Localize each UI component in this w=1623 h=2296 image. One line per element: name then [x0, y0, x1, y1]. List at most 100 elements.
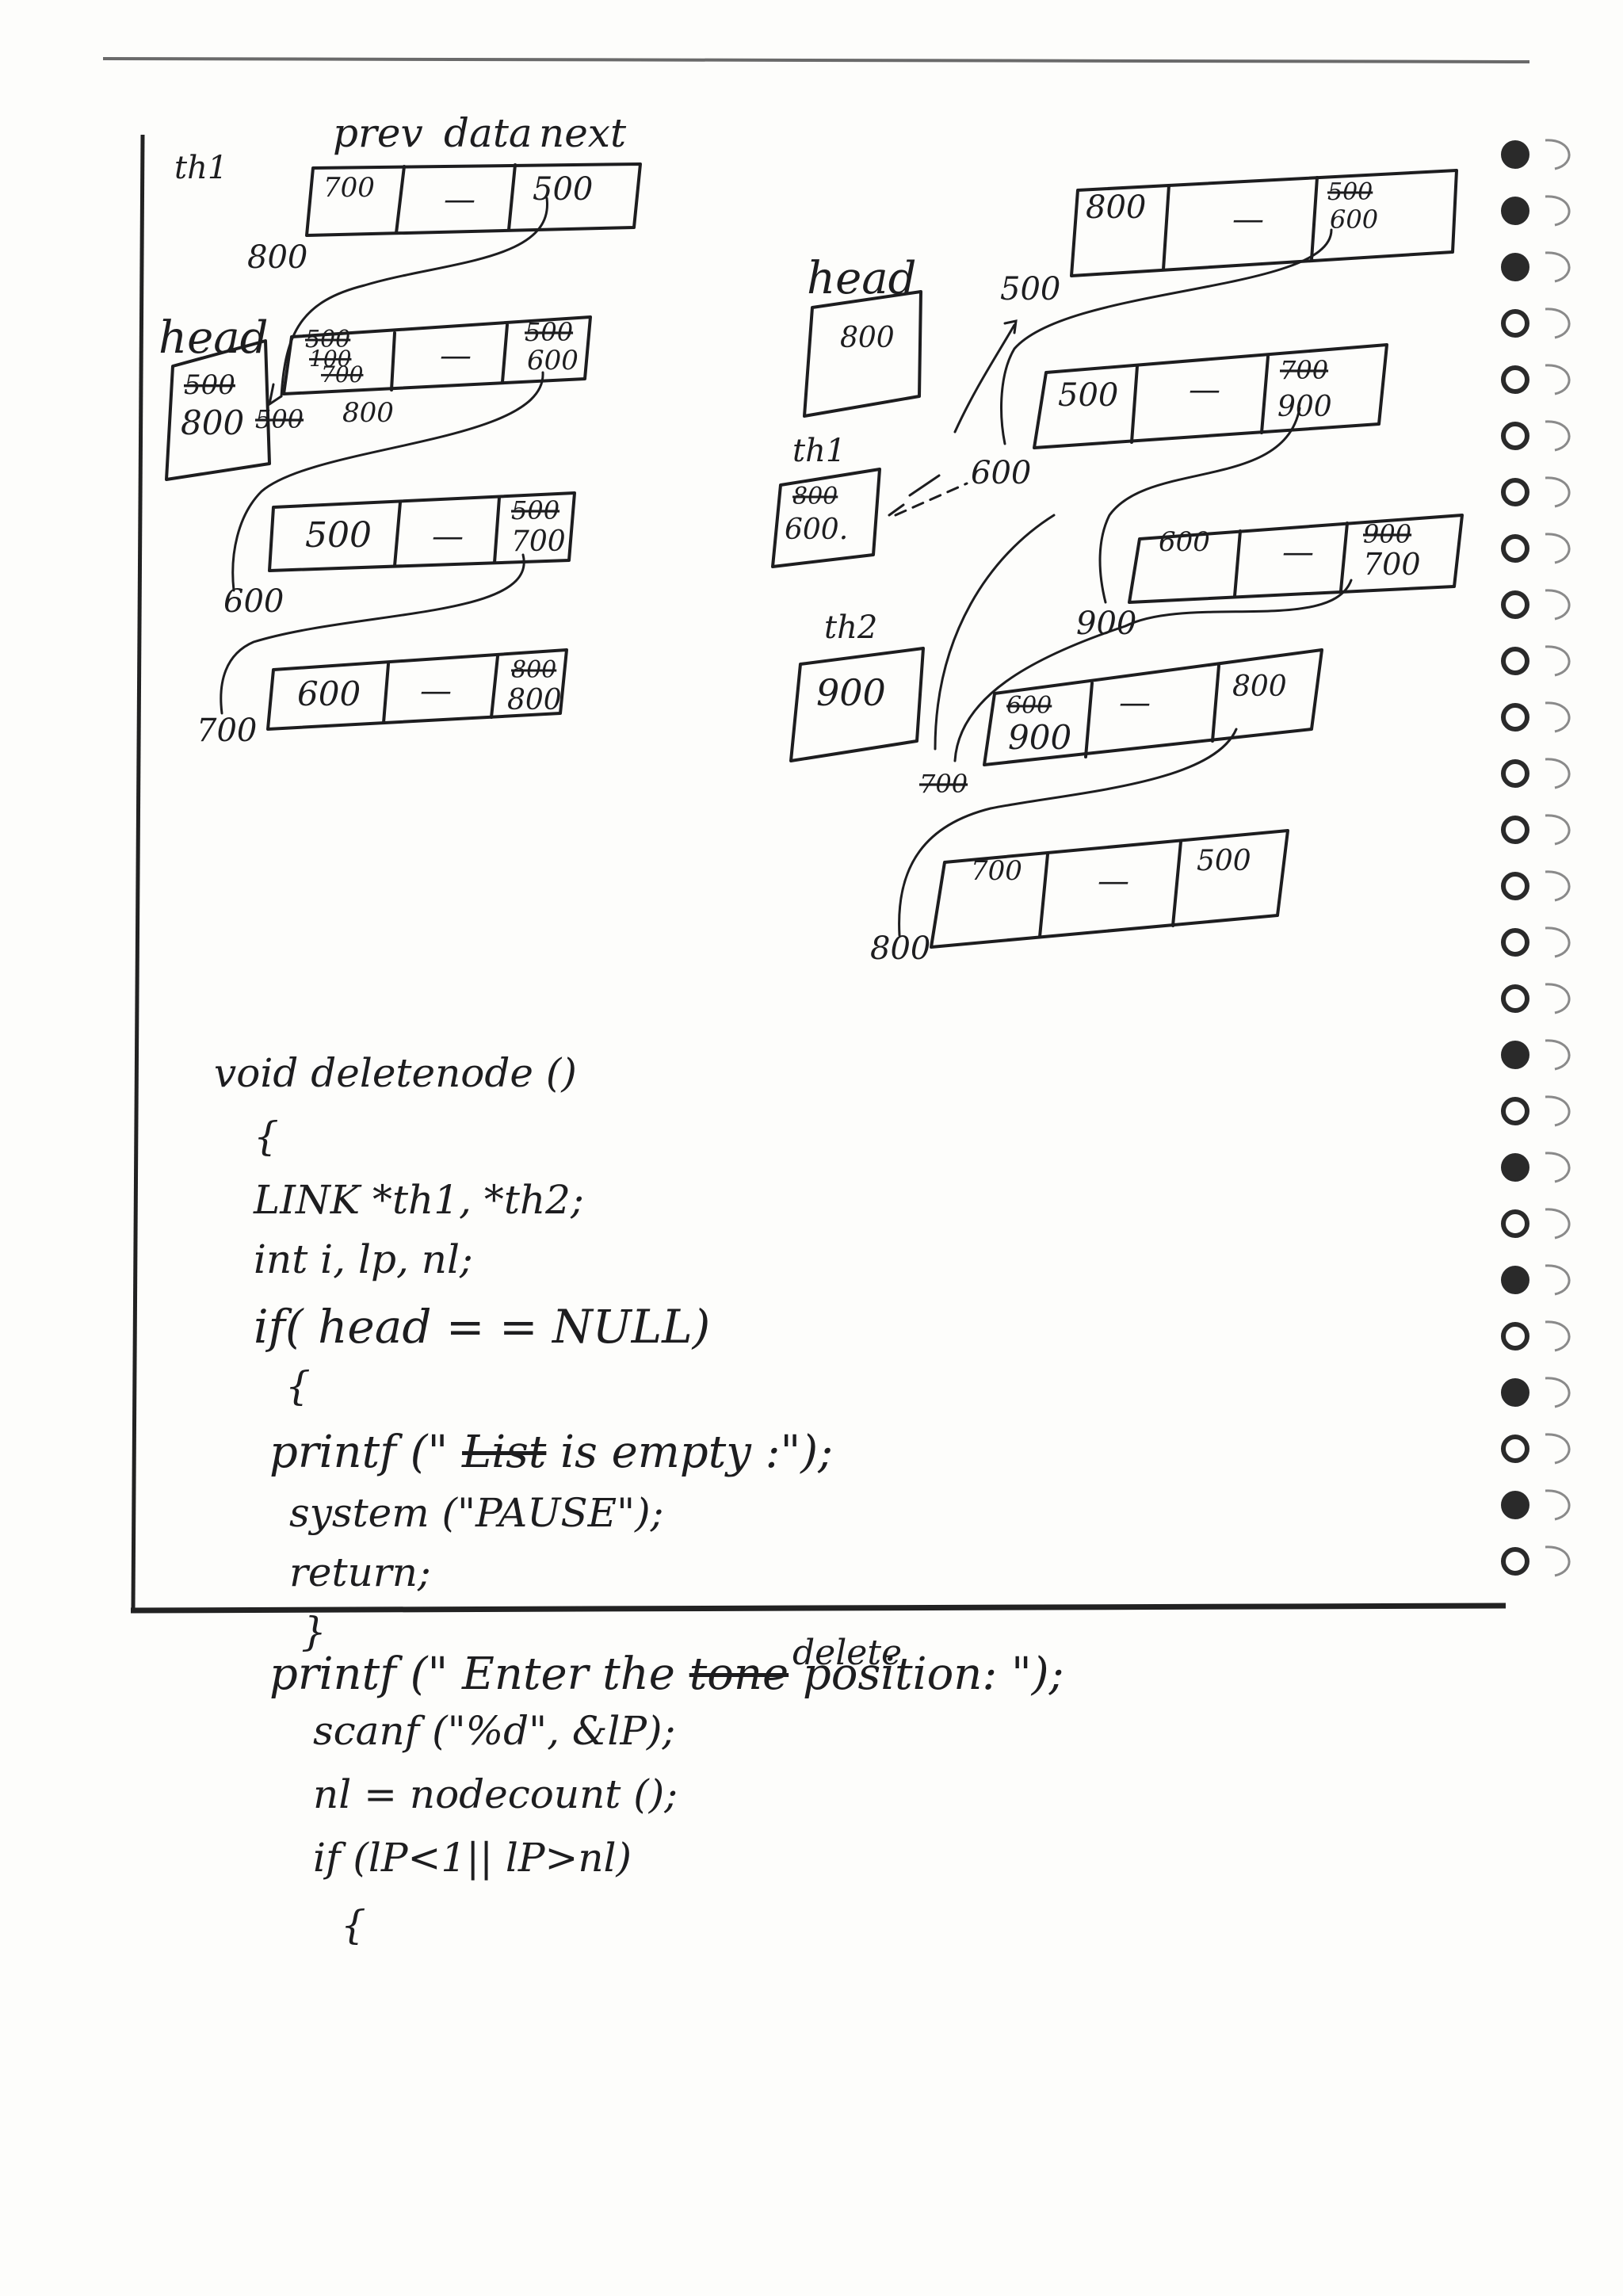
node-800r-next: 500 [1197, 845, 1251, 877]
link-arrow-dashed [888, 474, 941, 517]
node-800r-data: — [1098, 863, 1129, 900]
node-900r-next: 700 [1363, 547, 1421, 582]
binding-ring [1545, 251, 1571, 283]
link-arrow [953, 323, 1016, 434]
node-800-next: 500 [533, 171, 593, 208]
node-900r-prev: 600 [1159, 526, 1210, 558]
node-600-right: 500 — 700 900 600 [971, 343, 1388, 491]
th2-box-right [789, 647, 925, 762]
binding-hole [1501, 1266, 1529, 1294]
node-500-data: — [440, 338, 472, 374]
binding-ring [1545, 1152, 1571, 1183]
binding-ring [1545, 701, 1571, 733]
binding-hole [1501, 928, 1529, 957]
node-500-next-struck: 500 [525, 317, 573, 347]
node-700r-prev: 900 [1008, 718, 1071, 757]
node-500-prev-struck-b: 100 [309, 346, 351, 372]
node-800-right: 700 — 500 800 [870, 829, 1289, 967]
binding-hole [1501, 590, 1529, 619]
node-500-left: 500 100 700 800 — 500 600 500 [255, 315, 592, 434]
node-500-prev-struck-a: 500 [305, 326, 350, 353]
code-line-2: { [254, 1114, 279, 1159]
binding-hole [1501, 1491, 1529, 1519]
binding-hole [1501, 1322, 1529, 1350]
node-700-right: 600 900 — 800 700 [919, 648, 1323, 799]
code-line-14: if (lP<1|| lP>nl) [313, 1835, 632, 1881]
binding-hole [1501, 647, 1529, 675]
link-arrow [1098, 407, 1301, 604]
node-500-next: 600 [527, 345, 579, 376]
head-struck-left: 500 [184, 369, 235, 401]
binding-hole [1501, 1041, 1529, 1069]
th2-value-right: 900 [816, 671, 886, 714]
binding-ring [1545, 983, 1571, 1014]
binding-hole [1501, 1547, 1529, 1576]
binding-hole [1501, 984, 1529, 1013]
node-900r-data: — [1282, 534, 1314, 571]
node-600-left: 500 — 500 700 600 [223, 491, 576, 620]
binding-ring [1545, 1545, 1571, 1577]
node-900-right: 600 — 900 700 900 [1076, 514, 1464, 642]
header-prev: prev [333, 110, 423, 156]
binding-hole [1501, 816, 1529, 844]
node-800-data: — [444, 181, 475, 218]
binding-hole [1501, 422, 1529, 450]
code-line-3: LINK *th1, *th2; [254, 1177, 584, 1223]
binding-hole [1501, 1378, 1529, 1407]
node-600r-prev: 500 [1058, 377, 1118, 414]
node-700-addr: 700 [197, 712, 257, 749]
binding-hole [1501, 478, 1529, 506]
node-700-left: 600 — 800 800 700 [197, 648, 568, 749]
head-label-right: head [807, 253, 916, 304]
margin-line [131, 134, 145, 1610]
node-700r-prev-struck: 600 [1006, 692, 1052, 720]
link-arrow [267, 383, 283, 407]
node-900r-next-struck: 900 [1363, 519, 1411, 549]
node-600-next: 700 [511, 525, 566, 558]
link-arrow [1000, 228, 1333, 445]
th1-label-right: th1 [792, 433, 846, 469]
binding-ring [1545, 1208, 1571, 1240]
link-arrow [231, 371, 544, 592]
binding-ring [1545, 364, 1571, 395]
node-500r-addr: 500 [1000, 271, 1060, 308]
node-500-addr-struck: 500 [255, 404, 304, 434]
node-600r-next: 900 [1277, 391, 1332, 423]
link-arrow [953, 579, 1353, 762]
binding-hole [1501, 534, 1529, 563]
code-line-5: if( head = = NULL) [254, 1300, 711, 1354]
binding-hole [1501, 759, 1529, 788]
binding-ring [1545, 308, 1571, 339]
node-800r-prev: 700 [971, 855, 1022, 887]
diagram-left: prev data next th1 700 — 500 800 head 50… [158, 110, 642, 749]
code-line-6: { [285, 1363, 311, 1409]
header-data: data [444, 110, 533, 156]
diagram-right: head 800 th1 800 600. th2 900 800 — 500 … [771, 169, 1464, 967]
link-arrow [898, 728, 1238, 937]
node-700-prev: 600 [297, 674, 361, 713]
th2-label-right: th2 [824, 609, 877, 646]
binding-ring [1545, 1095, 1571, 1127]
node-700-next: 800 [507, 684, 562, 716]
head-value-right: 800 [840, 322, 895, 354]
binding-hole [1501, 703, 1529, 732]
node-600r-addr: 600 [971, 455, 1031, 491]
struck-word: List [462, 1427, 547, 1478]
binding-ring [1545, 533, 1571, 564]
node-600r-data: — [1189, 372, 1220, 408]
node-500-prev-struck-c: 700 [321, 361, 363, 388]
binding-ring [1545, 1489, 1571, 1521]
code-line-15: { [341, 1902, 366, 1948]
binding-hole [1501, 309, 1529, 338]
struck-word-tone: tone [689, 1648, 789, 1700]
scan-top-edge [102, 57, 1530, 63]
node-700r-next: 800 [1232, 670, 1287, 703]
node-700r-addr-struck: 700 [919, 769, 968, 799]
binding-ring [1545, 139, 1571, 170]
binding-ring [1545, 758, 1571, 789]
binding-hole [1501, 1153, 1529, 1182]
binding-ring [1545, 420, 1571, 452]
binding-ring [1545, 476, 1571, 508]
